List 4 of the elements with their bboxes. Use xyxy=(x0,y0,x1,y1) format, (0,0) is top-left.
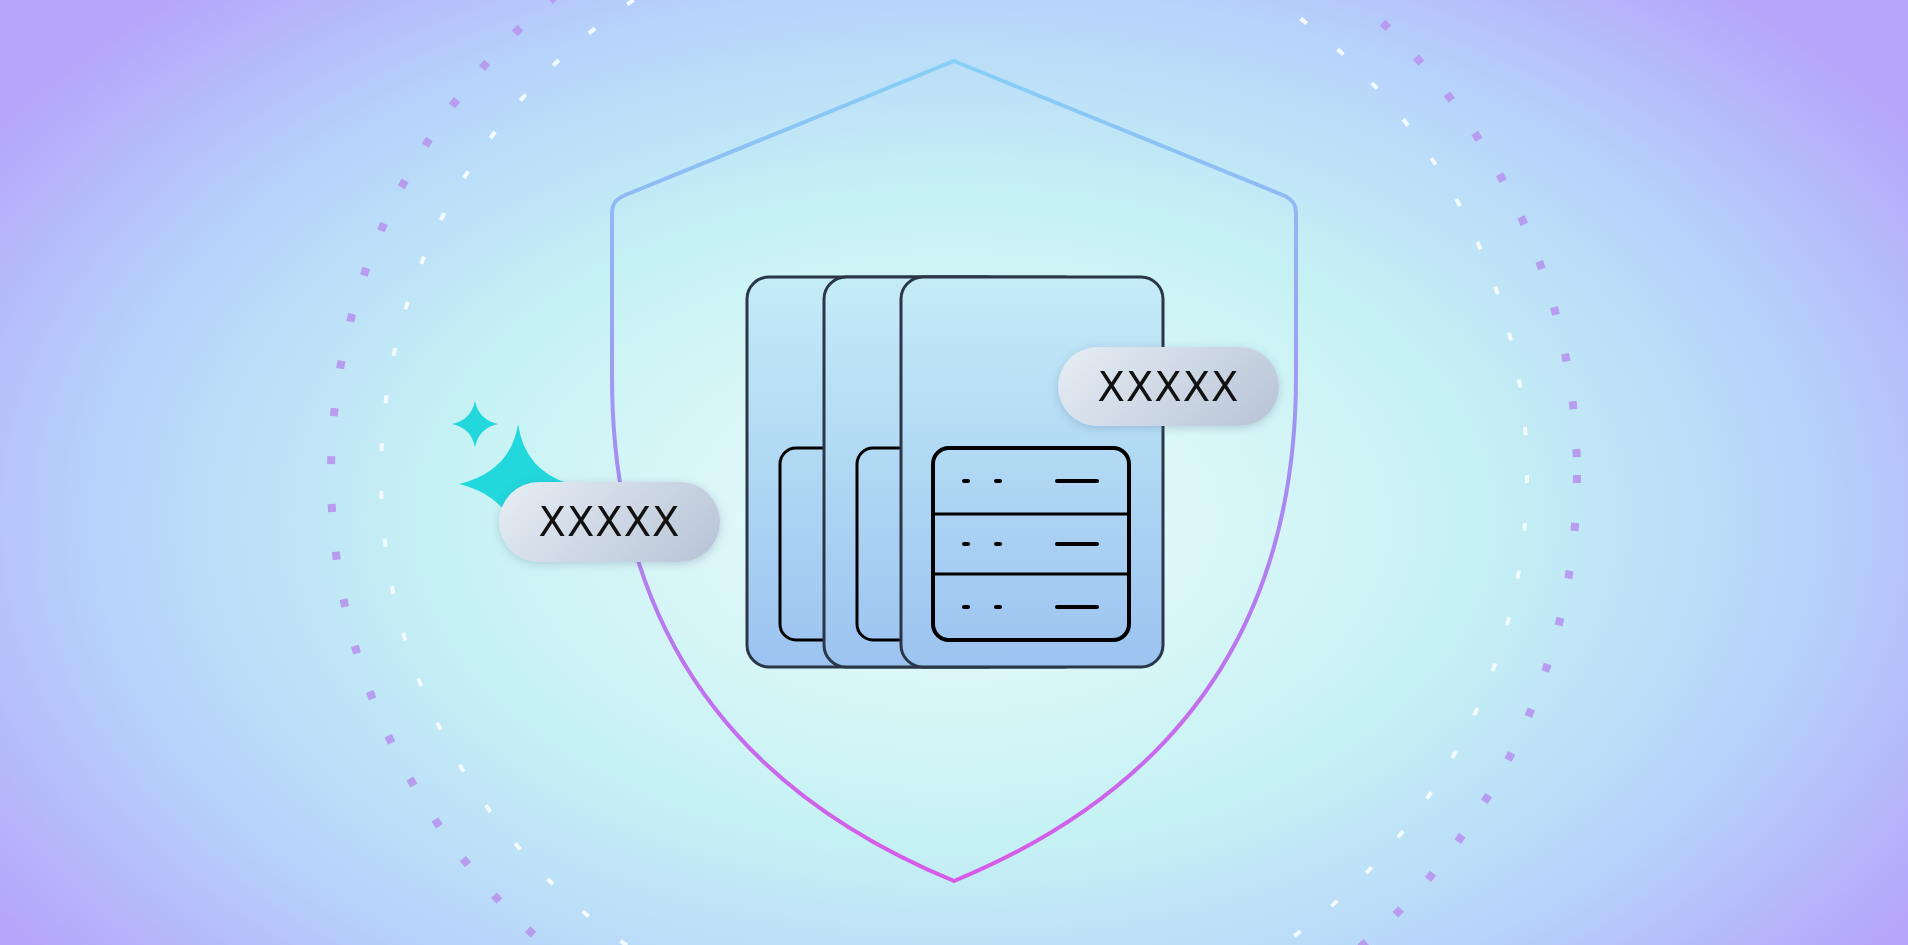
label-pill xyxy=(1058,347,1279,426)
label-pill xyxy=(499,482,720,562)
pill-text: XXXXX xyxy=(538,499,681,545)
pill-text: XXXXX xyxy=(1097,363,1240,410)
